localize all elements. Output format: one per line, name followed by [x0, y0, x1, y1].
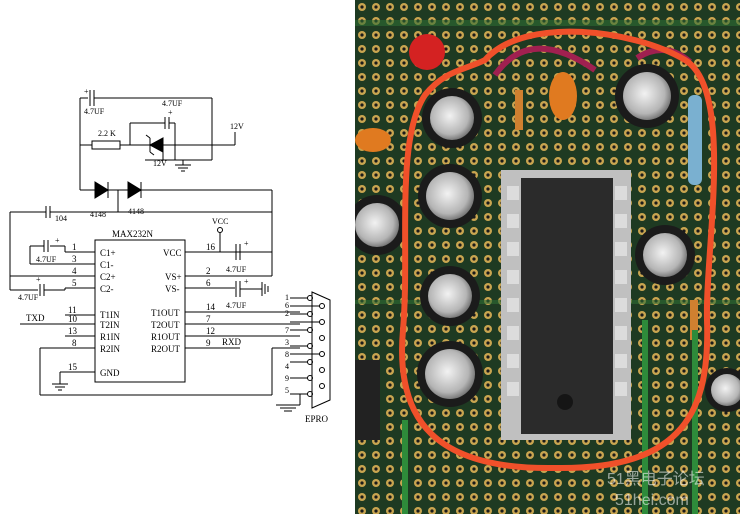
- diodes: 4148 4148: [80, 181, 273, 276]
- diode-label: 4148: [128, 207, 144, 216]
- cap-label: 4.7UF: [226, 265, 247, 274]
- svg-text:8: 8: [285, 350, 289, 359]
- vcc-section: VCC + 4.7UF + 4.7UF: [212, 217, 272, 310]
- pin-num: 8: [72, 338, 77, 348]
- pin-num: 4: [72, 266, 77, 276]
- svg-text:3: 3: [285, 338, 289, 347]
- io-labels: TXD RXD: [26, 313, 242, 347]
- pcb-photo: 51黑电子论坛 51hei.com: [355, 0, 740, 514]
- cap-label: 4.7UF: [162, 99, 183, 108]
- chip-body: [94, 239, 186, 383]
- svg-text:+: +: [244, 277, 249, 286]
- pin-num: 12: [206, 326, 215, 336]
- pin-name: GND: [100, 368, 120, 378]
- pin-num: 1: [72, 242, 77, 252]
- pin-name: C1-: [100, 260, 114, 270]
- cap-label: 4.7UF: [36, 255, 57, 264]
- pin-name: R1IN: [100, 332, 121, 342]
- pin-num: 15: [68, 362, 78, 372]
- pin-num: 3: [72, 254, 77, 264]
- gnd-section: [39, 347, 300, 396]
- capacitor-c2: + 4.7UF: [9, 275, 66, 302]
- svg-text:5: 5: [285, 386, 289, 395]
- diode-label: 4148: [90, 210, 106, 219]
- orange-capacitor: [549, 72, 577, 120]
- chip-label: MAX232N: [112, 229, 154, 239]
- right-pins: 16 2 6 14 7 12 9 VCC VS+ VS- T1OUT T2OUT…: [151, 242, 300, 354]
- schematic-diagram: MAX232N 1 3 4 5 11 10 13 8 15 C1+ C1- C2…: [9, 87, 331, 424]
- pin-name: R2IN: [100, 344, 121, 354]
- svg-text:6: 6: [285, 301, 289, 310]
- pin-name: C2+: [100, 272, 116, 282]
- watermark-cn: 51黑电子论坛: [607, 470, 705, 488]
- cap-label: 4.7UF: [18, 293, 39, 302]
- pin-num: 2: [206, 266, 211, 276]
- zener-label: 12V: [153, 159, 167, 168]
- capacitor-c1: + 4.7UF: [29, 236, 66, 265]
- resistor-label: 2.2 K: [98, 129, 116, 138]
- supply-section: + 4.7UF 2.2 K 12V + 4.7UF 12V: [79, 87, 244, 190]
- pin-num: 9: [206, 338, 211, 348]
- pin-name: T2IN: [100, 320, 120, 330]
- pin-num: 16: [206, 242, 216, 252]
- pin-num: 7: [206, 314, 211, 324]
- red-led: [409, 34, 445, 70]
- pin-name: T1OUT: [151, 308, 180, 318]
- pin-name: C2-: [100, 284, 114, 294]
- txd-label: TXD: [26, 313, 45, 323]
- pin-name: VS+: [165, 272, 182, 282]
- rxd-label: RXD: [222, 337, 242, 347]
- svg-text:+: +: [244, 239, 249, 248]
- capacitors: [355, 64, 740, 412]
- svg-text:4: 4: [285, 362, 289, 371]
- pin-name: T2OUT: [151, 320, 180, 330]
- pin-name: C1+: [100, 248, 116, 258]
- pin-name: VCC: [163, 248, 182, 258]
- pin-num: 10: [68, 314, 78, 324]
- svg-text:2: 2: [285, 309, 289, 318]
- pin-num: 5: [72, 278, 77, 288]
- pin-num: 14: [206, 302, 216, 312]
- pin-name: R1OUT: [151, 332, 181, 342]
- svg-text:9: 9: [285, 374, 289, 383]
- svg-text:7: 7: [285, 326, 289, 335]
- capacitor-104: 104: [9, 206, 272, 276]
- svg-text:+: +: [36, 275, 41, 284]
- watermark-url: 51hei.com: [615, 492, 689, 509]
- pin-num: 13: [68, 326, 78, 336]
- svg-text:+: +: [168, 108, 173, 117]
- pin-name: R2OUT: [151, 344, 181, 354]
- svg-text:+: +: [84, 87, 89, 96]
- svg-text:+: +: [55, 236, 60, 245]
- ic-chip: [501, 170, 631, 440]
- resistor: [688, 95, 702, 185]
- pin-name: T1IN: [100, 310, 120, 320]
- cap-label: 4.7UF: [226, 301, 247, 310]
- supply-label: 12V: [230, 122, 244, 131]
- cap-104-label: 104: [55, 214, 67, 223]
- pin-num: 6: [206, 278, 211, 288]
- cap-label: 4.7UF: [84, 107, 105, 116]
- connector-label: EPRO: [305, 414, 329, 424]
- left-pins: 1 3 4 5 11 10 13 8 15 C1+ C1- C2+ C2- T1…: [10, 242, 121, 378]
- pin-name: VS-: [165, 284, 180, 294]
- vcc-label: VCC: [212, 217, 228, 226]
- highlight-outline: [399, 28, 718, 472]
- svg-text:1: 1: [285, 293, 289, 302]
- db9-connector: 1 6 2 7 3 8 4 9 5 EPRO: [276, 291, 331, 424]
- pin-num: 11: [68, 305, 77, 315]
